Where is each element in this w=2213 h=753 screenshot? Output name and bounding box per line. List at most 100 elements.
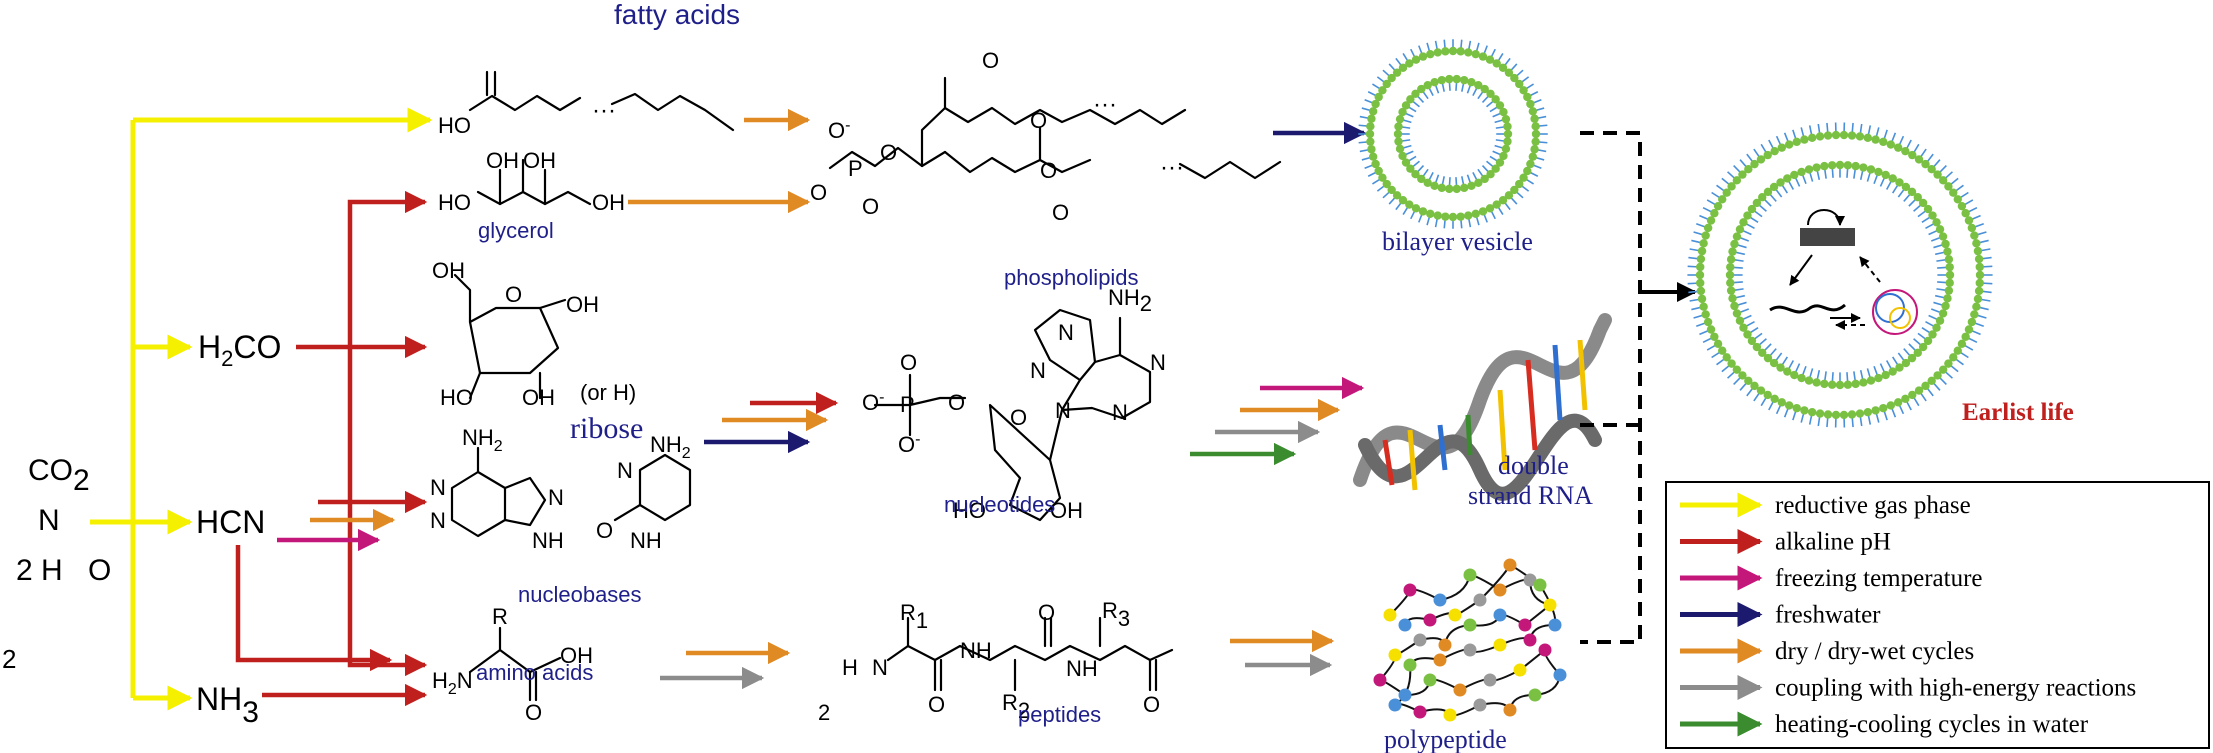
lipid-head [1398,151,1407,161]
lipid-head [1430,181,1439,191]
ribose-ho: HO [440,385,473,410]
lipid-head [1888,174,1897,183]
lipid-head [1843,161,1853,170]
bilayer-vesicle: bilayer vesicle [1358,39,1548,256]
phospholipid-o-3: O [880,140,897,165]
lipid-head [1943,247,1952,256]
label-ribose: ribose [570,412,643,445]
lipid-head [1417,84,1426,94]
lipid-head [1758,193,1767,202]
lipid-head [1394,122,1403,131]
earliest-life-interior [1769,209,1918,335]
lipid-head [1970,310,1979,319]
lipid-head [1701,310,1710,319]
lipid-head [1975,270,1985,280]
lipid-head [1411,169,1420,179]
lipid-head [1459,75,1469,85]
polypeptide: polypeptide [1373,558,1567,753]
lipid-head [1827,380,1837,389]
nucleotide-structure: O- P O O- O O NH2 N N N N N HO OH nucleo… [862,285,1166,523]
lipid-head [1382,79,1391,89]
lipid-head [1812,163,1821,172]
lipid-head [1448,46,1458,56]
peptide-nh-1: NH [960,638,992,663]
amino-acid-bead [1533,578,1547,592]
lipid-head [1374,92,1383,102]
adenine-n-3: N [548,485,564,510]
lipid-head [1871,406,1880,415]
lipid-head [1366,122,1375,131]
lipid-head [1914,155,1924,164]
lipid-head [1949,188,1958,197]
lipid-head [1426,49,1435,59]
amino-acid-bead [1373,673,1387,687]
lipid-head [1371,159,1380,169]
ribose-structure: OH OH O HO OH (or H) ribose [432,258,643,445]
reactant-co2: CO2 [28,454,90,497]
lipid-head [1739,218,1748,227]
lipid-head [1445,74,1454,84]
lipid-head [1881,170,1890,180]
lipid-head [1378,86,1387,95]
label-amino-acids: amino acids [476,660,593,685]
lipid-head [1504,191,1514,200]
label-phospholipids: phospholipids [1004,265,1139,290]
lipid-head [1750,381,1759,391]
lipid-head [1445,184,1454,194]
lipid-head [1944,255,1954,264]
lipid-head [1697,246,1707,256]
lipid-head [1792,403,1801,413]
cytosine-n: N [617,458,633,483]
lipid-head [1961,332,1970,341]
lipid-head [1725,270,1735,280]
lipid-head [1750,159,1759,169]
lipid-head [1366,137,1375,146]
lipid-head [1437,75,1447,85]
lipid-head [1485,204,1495,213]
lipid-head [1938,309,1948,318]
lipid-head [1907,353,1917,363]
lipid-head [1933,170,1942,179]
lipid-head [1823,410,1833,419]
lipid-head [1777,143,1787,152]
lipid-head [1727,359,1736,368]
phospholipid-o-7: O [1052,200,1069,225]
lipid-head [1398,196,1408,205]
label-rna-line1: double [1498,451,1569,480]
lipid-head [1423,178,1432,188]
lipid-head [1368,152,1378,161]
phospholipid-o-6: O [1040,158,1057,183]
lipid-head [1812,378,1821,387]
reactant-h2o-o: O [88,554,111,587]
lipid-head [1727,182,1736,191]
phospholipid-o-5: O [982,48,999,73]
lipid-head [1515,79,1524,89]
lipid-head [1847,410,1857,419]
lipid-head [1973,246,1983,256]
polypeptide-graphic [1373,558,1567,722]
amino-acid-bead [1523,633,1537,647]
nucleotide-n-4: N [1112,400,1128,425]
lipid-head [1464,211,1473,220]
amino-acid-bead [1463,618,1477,632]
lipid-head [1953,195,1962,204]
lipid-head [1392,68,1402,77]
lipid-head [1874,373,1883,383]
lipid-head [1387,73,1396,83]
lipid-head [1901,146,1910,156]
lipid-head [1967,223,1977,233]
lipid-head [1972,239,1981,248]
lipid-head [1474,80,1483,90]
peptide-h: H [842,655,858,680]
lipid-head [1492,59,1501,68]
lipid-head [1923,336,1933,346]
lipid-head [1411,55,1421,64]
lipid-head [1523,92,1532,102]
lipid-head [1501,144,1511,154]
lipid-head [1531,129,1541,139]
lipid-head [1747,336,1757,346]
lipid-head [1706,325,1716,334]
lipid-head [1696,278,1705,288]
phospholipid-p: P [848,156,863,181]
lipid-head [1441,212,1450,221]
